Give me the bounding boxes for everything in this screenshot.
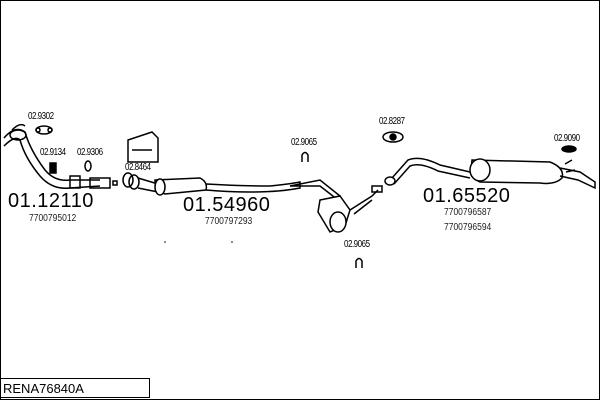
- front-pipe-drawing: [3, 123, 111, 189]
- hanger-icon-9065b: [355, 257, 363, 268]
- part-label-9302: 02.9302: [28, 111, 54, 122]
- oem-number-rear-2: 7700796594: [444, 222, 492, 233]
- oem-number-rear-1: 7700796587: [444, 207, 492, 218]
- flange-icon-8287: [382, 131, 404, 143]
- rear-silencer-drawing: [469, 158, 596, 190]
- hanger-icon-9065a: [301, 151, 309, 162]
- rubber-mount-icon-9134: [49, 162, 57, 174]
- part-label-9090: 02.9090: [554, 133, 580, 144]
- intermediate-silencer-drawing: [317, 157, 471, 233]
- assembly-number-middle: 01.54960: [183, 194, 271, 216]
- ring-icon-9306: [84, 160, 92, 172]
- part-label-8464: 02.8464: [125, 162, 151, 173]
- part-label-9306: 02.9306: [77, 147, 103, 158]
- oem-number-front: 7700795012: [29, 213, 77, 224]
- assembly-number-rear: 01.65520: [423, 185, 511, 207]
- part-label-8287: 02.8287: [379, 116, 405, 127]
- box-icon: [127, 131, 159, 163]
- clamp-icon-9302: [35, 125, 53, 135]
- oem-number-middle: 7700797293: [205, 216, 253, 227]
- gasket-square: [112, 180, 118, 186]
- part-label-9065-upper: 02.9065: [291, 137, 317, 148]
- part-label-9134: 02.9134: [40, 147, 66, 158]
- assembly-number-front: 01.12110: [8, 190, 94, 212]
- mount-icon-9090: [561, 145, 577, 153]
- part-label-9065-lower: 02.9065: [344, 239, 370, 250]
- diagram-code: RENA76840A: [0, 378, 150, 398]
